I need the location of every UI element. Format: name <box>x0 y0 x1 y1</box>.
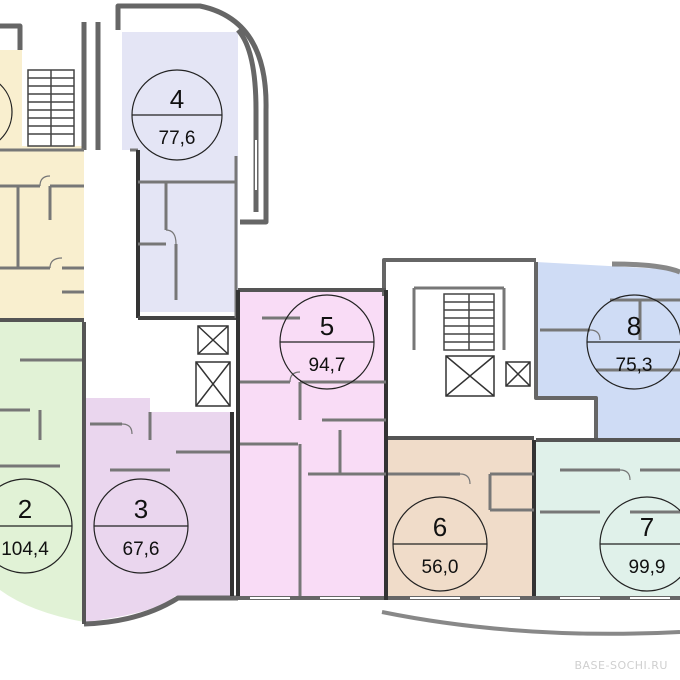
apartment-6-area <box>388 440 534 596</box>
windows <box>250 140 670 599</box>
elevator-left-2 <box>195 361 231 407</box>
apartment-1-label-circle <box>0 83 13 141</box>
apartment-3-label[interactable]: 3 67,6 <box>93 478 189 574</box>
interior-walls <box>0 148 680 624</box>
door-swings <box>39 175 631 485</box>
apartment-number: 6 <box>433 512 447 542</box>
apartment-4-label[interactable]: 4 77,6 <box>131 69 223 161</box>
apartment-8-label[interactable]: 8 75,3 <box>586 294 680 390</box>
apartment-6-label[interactable]: 6 56,0 <box>392 496 488 592</box>
apartment-2-label[interactable]: 2 104,4 <box>0 478 73 574</box>
central-corridor <box>86 150 136 398</box>
outer-walls <box>0 3 680 636</box>
apartment-4-area <box>122 32 238 312</box>
apartment-2-area <box>0 322 84 622</box>
apartment-3-area <box>86 398 232 622</box>
apartment-5-label[interactable]: 5 94,7 <box>279 294 375 390</box>
apartment-area: 56,0 <box>422 557 459 578</box>
apartment-area: 67,6 <box>123 539 160 560</box>
elevator-right-2 <box>505 361 531 387</box>
stairs-left <box>27 69 75 147</box>
apartment-number: 4 <box>170 84 184 114</box>
apartment-area: 77,6 <box>159 128 196 149</box>
apartment-area: 75,3 <box>616 355 653 376</box>
elevator-left-1 <box>197 325 229 355</box>
apartment-number: 3 <box>134 494 148 524</box>
apartment-area: 104,4 <box>1 539 49 560</box>
apartment-number: 7 <box>640 512 654 542</box>
apartment-area: 94,7 <box>309 355 346 376</box>
apartment-number: 8 <box>627 311 641 341</box>
apartment-8-area <box>536 262 680 440</box>
watermark: BASE-SOCHI.RU <box>574 659 668 672</box>
apartment-number: 5 <box>320 311 334 341</box>
elevator-right-1 <box>445 355 495 397</box>
apartment-number: 2 <box>18 494 32 524</box>
stairs-right <box>443 293 495 351</box>
apartment-7-label[interactable]: 7 99,9 <box>599 496 680 592</box>
apartment-area: 99,9 <box>629 557 666 578</box>
